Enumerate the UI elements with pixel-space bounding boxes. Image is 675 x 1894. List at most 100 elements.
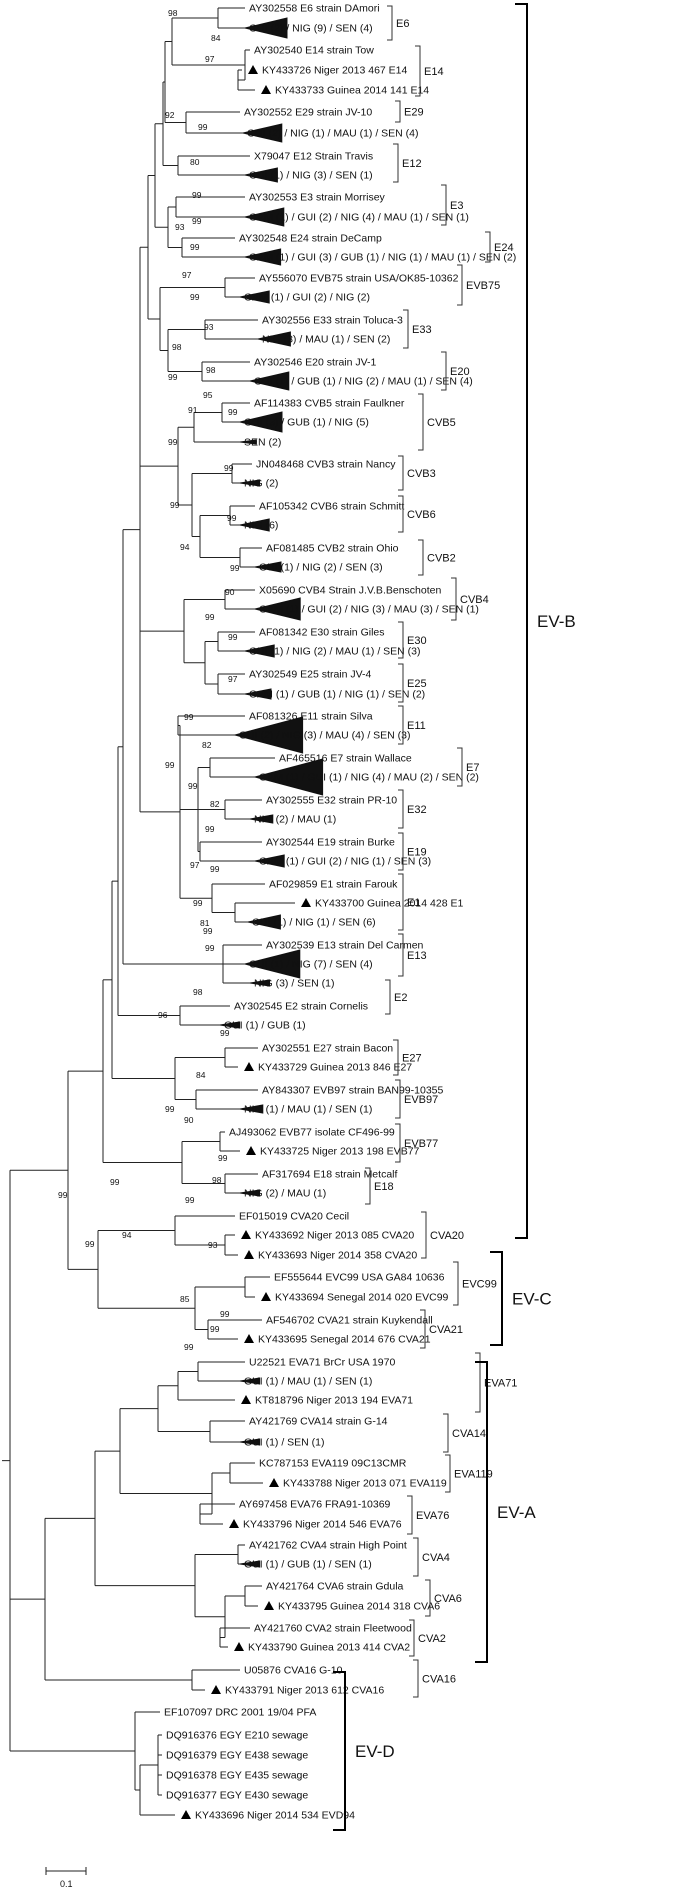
bootstrap-value: 99	[168, 437, 178, 447]
subtype-bracket	[403, 309, 409, 349]
collapsed-clade-wedge	[239, 290, 270, 304]
bootstrap-value: 99	[184, 712, 194, 722]
collapsed-clade-wedge	[244, 688, 272, 700]
collapsed-clades	[219, 17, 324, 1568]
species-bracket	[490, 1251, 503, 1346]
bootstrap-value: 98	[193, 987, 203, 997]
leaf-label: AY421762 CVA4 strain High Point	[249, 1540, 407, 1552]
leaf-label: GUI (1) / NIG (2) / MAU (1) / SEN (3)	[249, 646, 421, 658]
bootstrap-value: 80	[190, 157, 200, 167]
subtype-bracket	[398, 873, 404, 931]
bootstrap-value: 97	[190, 860, 200, 870]
subtype-label: CVB4	[460, 594, 489, 606]
triangle-marker-icon	[229, 1519, 239, 1528]
subtype-bracket	[398, 621, 404, 659]
subtype-bracket	[418, 539, 424, 576]
leaf-label: KY433726 Niger 2013 467 E14	[262, 65, 408, 77]
collapsed-clade-wedge	[239, 1377, 261, 1385]
leaf-label: KY433796 Niger 2014 546 EVA76	[243, 1519, 402, 1531]
leaf-label: KY433694 Senegal 2014 020 EVC99	[275, 1292, 449, 1304]
subtype-bracket	[393, 143, 399, 183]
collapsed-clade-wedge	[239, 411, 283, 433]
leaf-label: AY302552 E29 strain JV-10	[244, 107, 372, 119]
triangle-marker-icon	[244, 1334, 254, 1343]
leaf-label: GAM (1) / GUB (1) / NIG (1) / SEN (2)	[249, 689, 425, 701]
bootstrap-value: 92	[165, 110, 175, 120]
leaf-label: KC787153 EVA119 09C13CMR	[259, 1458, 407, 1470]
bootstrap-value: 98	[172, 342, 182, 352]
leaf-label: GAM (1) / GUI (3) / GUB (1) / NIG (1) / …	[249, 252, 516, 264]
bootstrap-value: 93	[175, 222, 185, 232]
bootstrap-value: 98	[212, 1175, 222, 1185]
leaf-label: AF029859 E1 strain Farouk	[269, 879, 398, 891]
leaf-label: EF015019 CVA20 Cecil	[239, 1211, 349, 1223]
leaf-label: KY433693 Niger 2014 358 CVA20	[258, 1250, 417, 1262]
leaf-label: SEN (2)	[244, 437, 281, 449]
leaf-label: DQ916377 EGY E430 sewage	[166, 1790, 308, 1802]
leaf-label: AF465516 E7 strain Wallace	[279, 753, 412, 765]
subtype-bracket	[407, 1495, 413, 1535]
leaf-label: GAM (1) / GUI (1) / NIG (4) / MAU (2) / …	[259, 772, 479, 784]
bootstrap-value: 99	[230, 563, 240, 573]
leaf-label: KY433733 Guinea 2014 141 E14	[275, 85, 429, 97]
subtype-label: E19	[407, 847, 427, 859]
leaf-label: GUI (2) / NIG (3) / MAU (4) / SEN (3)	[239, 730, 411, 742]
subtype-bracket	[387, 5, 393, 41]
triangle-marker-icon	[241, 1395, 251, 1404]
species-brackets: EV-BEV-CEV-AEV-D	[333, 3, 576, 1831]
subtype-bracket	[475, 1352, 481, 1413]
leaf-label: AY302549 E25 strain JV-4	[249, 669, 372, 681]
leaf-label: KY433696 Niger 2014 534 EVD94	[195, 1810, 355, 1822]
bootstrap-value: 99	[184, 1342, 194, 1352]
leaf-label: AY302551 E27 strain Bacon	[262, 1043, 393, 1055]
subtype-bracket	[445, 1454, 451, 1493]
subtype-bracket	[443, 1413, 449, 1453]
triangle-marker-icon	[244, 1062, 254, 1071]
collapsed-clade-wedge	[244, 949, 301, 979]
bootstrap-value: 85	[180, 1294, 190, 1304]
subtype-label: E3	[450, 200, 463, 212]
leaf-label: AF105342 CVB6 strain Schmitt	[259, 501, 404, 513]
scale-bar: 0.1	[45, 1867, 87, 1889]
bootstrap-value: 99	[205, 943, 215, 953]
leaf-label: AY302553 E3 strain Morrisey	[249, 192, 386, 204]
leaf-label: AY302546 E20 strain JV-1	[254, 357, 377, 369]
triangle-marker-icon	[269, 1478, 279, 1487]
collapsed-clade-wedge	[244, 248, 282, 266]
leaf-label: KY433788 Niger 2013 071 EVA119	[283, 1478, 447, 1490]
species-label: EV-D	[355, 1742, 395, 1761]
subtype-bracket	[398, 495, 404, 533]
leaf-label: AF081326 E11 strain Silva	[249, 711, 373, 723]
bootstrap-value: 82	[210, 799, 220, 809]
sequence-markers	[181, 65, 311, 1819]
collapsed-clade-wedge	[233, 716, 304, 754]
leaf-label: KY433725 Niger 2013 198 EVB77	[260, 1146, 420, 1158]
bootstrap-value: 99	[228, 407, 238, 417]
subtype-label: E32	[407, 804, 427, 816]
leaf-label: GUI (1) / NIG (2) / SEN (3)	[259, 562, 383, 574]
subtype-label: CVA14	[452, 1428, 486, 1440]
bootstrap-value: 93	[204, 322, 214, 332]
subtype-label: CVA2	[418, 1633, 446, 1645]
leaf-label: GUI (1) / GUB (1)	[224, 1020, 306, 1032]
leaf-label: AY421760 CVA2 strain Fleetwood	[254, 1623, 412, 1635]
leaf-label: KY433790 Guinea 2013 414 CVA2	[248, 1642, 410, 1654]
bootstrap-value: 99	[188, 781, 198, 791]
subtype-label: CVA21	[429, 1324, 463, 1336]
triangle-marker-icon	[261, 1292, 271, 1301]
bootstrap-value: 99	[185, 1195, 195, 1205]
subtype-label: E24	[494, 242, 514, 254]
leaf-label: GUI (3) / GUB (1) / NIG (5)	[244, 417, 369, 429]
collapsed-clade-wedge	[254, 561, 282, 573]
tree-branches	[2, 7, 295, 1816]
subtype-bracket	[409, 1619, 415, 1657]
triangle-marker-icon	[248, 65, 258, 74]
bootstrap-value: 93	[208, 1240, 218, 1250]
bootstrap-value: 99	[198, 122, 208, 132]
leaf-label: GUI (1) / NIG (1) / SEN (6)	[252, 917, 376, 929]
leaf-label: AY302558 E6 strain DAmori	[249, 3, 380, 15]
leaf-label: GUI (1) / NIG (3) / SEN (1)	[249, 170, 373, 182]
subtype-bracket	[457, 264, 463, 306]
bootstrap-value: 97	[205, 54, 215, 64]
